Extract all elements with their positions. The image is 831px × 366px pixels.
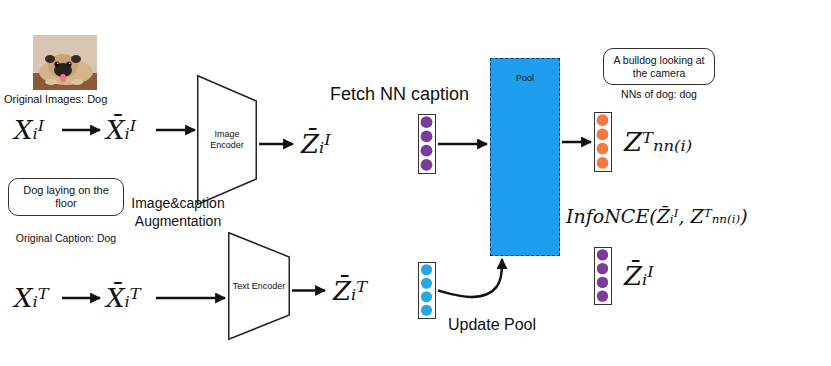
embedding-vector: Z̄ᵢᴵ <box>296 114 436 174</box>
vector-cell <box>421 291 432 302</box>
vector-cell <box>421 305 432 316</box>
annotation-label: Image&caption Augmentation <box>128 195 228 230</box>
encoder-name: Image Encoder <box>201 129 253 151</box>
math-symbol: X̄ᵢᴵ <box>106 112 136 148</box>
encoder-trapezoid: Image Encoder <box>197 75 257 205</box>
vector-symbol: Z̄ᵢᵀ <box>333 273 367 309</box>
vector-cell <box>597 143 609 155</box>
flow-connector <box>438 259 502 297</box>
vector-cells <box>419 263 434 317</box>
pool-name: Pool <box>491 73 559 83</box>
vector-cell <box>597 290 608 301</box>
vector-symbol: Zᵀₙₙ₍ᵢ₎ <box>624 124 692 160</box>
dog-paw <box>45 79 57 85</box>
vector-cell <box>597 277 608 288</box>
caption-outline: A bulldog looking at the camera <box>603 48 715 85</box>
vector-box <box>594 247 612 305</box>
dog-paw <box>71 79 83 85</box>
vector-box <box>418 262 436 319</box>
vector-cell <box>421 264 432 275</box>
encoder-name: Text Encoder <box>232 281 286 292</box>
flow-connector <box>438 143 487 146</box>
vector-cells <box>595 113 610 170</box>
vector-cell <box>597 263 608 274</box>
vector-cell <box>421 145 433 157</box>
eye-glint <box>69 62 71 64</box>
caption-text: A bulldog looking at the camera <box>610 54 708 79</box>
annotation-label: Original Images: Dog <box>4 93 107 107</box>
pool-box: Pool <box>490 58 560 256</box>
embedding-vector: Z̄ᵢᴵ <box>594 247 658 305</box>
vector-cell <box>421 159 433 171</box>
vector-cell <box>421 130 433 142</box>
dog-ear <box>71 55 81 63</box>
vector-cell <box>597 128 609 140</box>
vector-cell <box>597 157 609 169</box>
trapezoid-shape <box>229 233 290 340</box>
vector-cells <box>595 248 610 303</box>
vector-box <box>418 114 436 174</box>
caption-box: Dog laying on the floorOriginal Caption:… <box>8 178 124 245</box>
embedding-vector: Zᵀₙₙ₍ᵢ₎ <box>594 112 696 172</box>
flow-arrow <box>156 129 195 132</box>
vector-symbol: Z̄ᵢᴵ <box>624 258 654 294</box>
caption-note-row: Original Caption: Dog <box>8 232 124 245</box>
dog-eye <box>66 61 71 66</box>
vector-symbol: Z̄ᵢᴵ <box>301 126 331 162</box>
caption-note: NNs of dog: dog <box>603 88 715 101</box>
vector-cell <box>597 114 609 126</box>
trapezoid-shape <box>198 76 257 205</box>
caption-note-row: NNs of dog: dog <box>603 88 715 101</box>
math-symbol: X̄ᵢᵀ <box>106 280 141 316</box>
dog-eye <box>54 61 59 66</box>
vector-cell <box>421 278 432 289</box>
flow-arrow <box>62 129 100 132</box>
flow-arrow <box>62 297 100 300</box>
math-symbol: InfoNCE(Z̄ᵢᴵ, Zᵀₙₙ₍ᵢ₎) <box>566 198 748 234</box>
dog-tongue <box>60 74 66 82</box>
flow-connector <box>259 143 293 146</box>
dog-ear <box>45 55 55 63</box>
caption-box: A bulldog looking at the cameraNNs of do… <box>603 48 715 101</box>
eye-glint <box>57 62 59 64</box>
caption-outline: Dog laying on the floor <box>8 178 124 216</box>
dog-photo <box>33 35 97 90</box>
embedding-vector: Z̄ᵢᵀ <box>328 262 436 319</box>
math-symbol: Xᵢᵀ <box>14 280 49 316</box>
flow-arrow <box>156 297 225 300</box>
vector-box <box>594 112 612 172</box>
edge-label: Fetch NN caption <box>330 84 469 105</box>
photo-background <box>33 35 97 90</box>
math-symbol: Xᵢᴵ <box>14 112 44 148</box>
edge-label: Update Pool <box>448 316 536 334</box>
encoder-trapezoid: Text Encoder <box>228 232 290 340</box>
flow-connector <box>292 289 325 292</box>
vector-cell <box>421 116 433 128</box>
vector-cells <box>419 115 434 172</box>
caption-text: Dog laying on the floor <box>15 184 117 210</box>
flow-connector <box>562 141 591 144</box>
vector-cell <box>597 249 608 260</box>
caption-note: Original Caption: Dog <box>8 232 124 245</box>
